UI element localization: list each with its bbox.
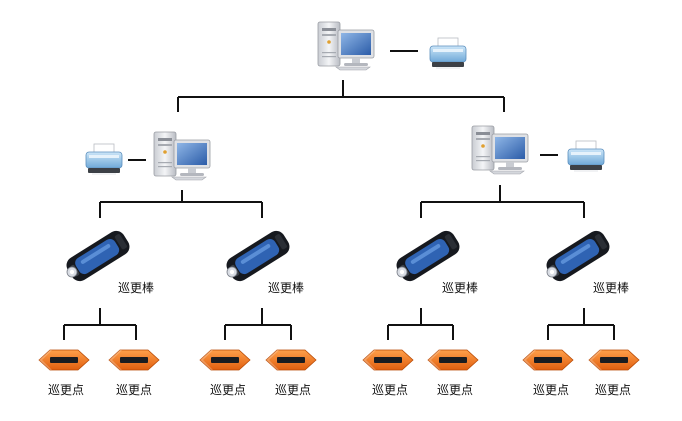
stick-label: 巡更棒: [268, 281, 305, 295]
point-label: 巡更点: [116, 383, 153, 397]
point-label: 巡更点: [210, 383, 247, 397]
point-label: 巡更点: [48, 383, 85, 397]
computer-icon: [471, 125, 529, 175]
point-label: 巡更点: [372, 383, 409, 397]
patrol-point-icon: [199, 349, 251, 371]
stick-label: 巡更棒: [118, 281, 155, 295]
point-label: 巡更点: [595, 383, 632, 397]
patrol-point-icon: [588, 349, 640, 371]
patrol-point-icon: [38, 349, 90, 371]
device-nodes: [38, 21, 640, 371]
point-label: 巡更点: [275, 383, 312, 397]
printer-icon: [85, 143, 123, 176]
printer-icon: [567, 140, 605, 173]
point-label: 巡更点: [437, 383, 474, 397]
printer-icon: [429, 37, 467, 70]
patrol-point-icon: [362, 349, 414, 371]
patrol-point-icon: [427, 349, 479, 371]
patrol-stick-icon: [542, 226, 614, 286]
computer-icon: [317, 21, 375, 71]
computer-icon: [153, 131, 211, 181]
patrol-stick-icon: [222, 226, 294, 286]
patrol-stick-icon: [62, 226, 134, 286]
patrol-point-icon: [522, 349, 574, 371]
patrol-point-icon: [108, 349, 160, 371]
point-label: 巡更点: [533, 383, 570, 397]
patrol-stick-icon: [392, 226, 464, 286]
connection-lines: [63, 50, 615, 340]
patrol-point-icon: [265, 349, 317, 371]
stick-label: 巡更棒: [593, 281, 630, 295]
stick-label: 巡更棒: [442, 281, 479, 295]
